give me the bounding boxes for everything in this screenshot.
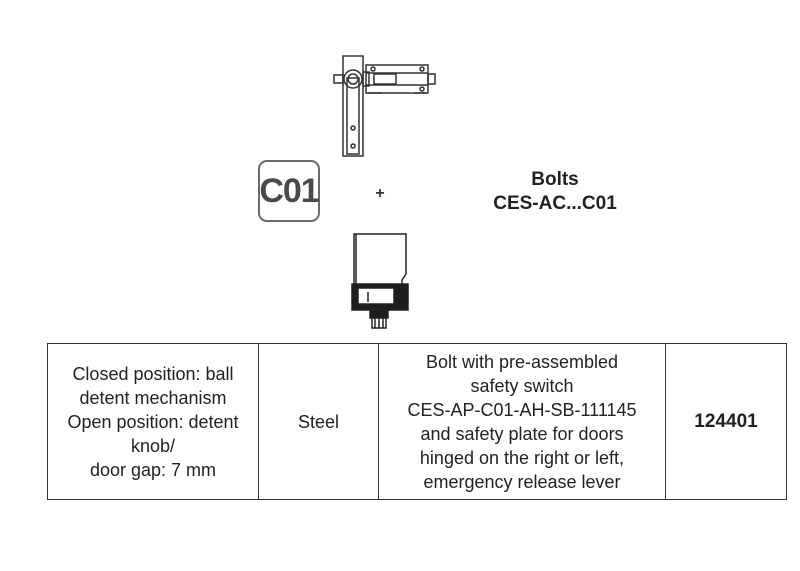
description-line: knob/ (130, 435, 176, 456)
description-cell: Closed position: ball detent mechanism O… (47, 343, 259, 500)
description-line: detent mechanism (79, 387, 227, 408)
description-line: Open position: detent (67, 411, 239, 432)
bolt-drawing-icon (333, 55, 436, 157)
material-cell: Steel (258, 343, 379, 500)
details-cell: Bolt with pre-assembled safety switch CE… (378, 343, 666, 500)
plus-sign: + (375, 185, 385, 202)
details-line: hinged on the right or left, (419, 447, 625, 468)
description-line: Closed position: ball (72, 363, 234, 384)
details-line: Bolt with pre-assembled (425, 351, 619, 372)
details-line: and safety plate for doors (420, 423, 624, 444)
bolts-title-line2: CES-AC...C01 (493, 193, 617, 214)
bolts-title-line1: Bolts (531, 169, 579, 190)
details-line: safety switch (470, 375, 574, 396)
order-number-cell: 124401 (665, 343, 787, 500)
description-line: door gap: 7 mm (89, 459, 217, 480)
spec-table: Closed position: ball detent mechanism O… (47, 343, 787, 500)
details-line: CES-AP-C01-AH-SB-111145 (407, 399, 637, 420)
details-line: emergency release lever (423, 471, 621, 492)
table-row: Closed position: ball detent mechanism O… (47, 343, 787, 500)
bolts-title: Bolts CES-AC...C01 (440, 168, 670, 216)
code-badge: C01 (258, 160, 320, 222)
safety-switch-drawing-icon (351, 233, 409, 329)
